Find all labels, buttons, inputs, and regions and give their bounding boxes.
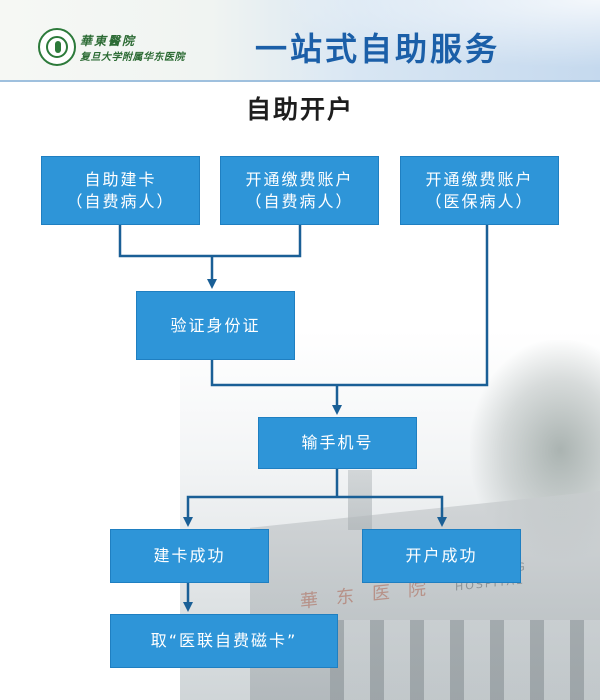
hospital-logo-mark: [55, 41, 61, 53]
node-verify-id-label: 验证身份证: [170, 315, 261, 335]
node-open-account-insurance: 开通缴费账户 （医保病人）: [400, 156, 559, 225]
background-tower: [348, 470, 372, 530]
section-title: 自助开户: [245, 95, 354, 124]
edge-b4-b5: [210, 360, 337, 387]
node-open-account-selfpay-line1: 开通缴费账户: [245, 169, 354, 189]
hospital-subtitle: 复旦大学附属华东医院: [80, 52, 185, 63]
node-card-created-label: 建卡成功: [153, 546, 226, 565]
node-take-card-label: 取“医联自费磁卡”: [150, 631, 298, 650]
header-swoosh: [220, 0, 600, 80]
node-self-card-line1: 自助建卡: [84, 169, 157, 189]
node-open-account-insurance-line1: 开通缴费账户: [425, 169, 534, 189]
edge-b1-b4: [118, 225, 212, 258]
node-account-opened: 开户成功: [362, 529, 521, 583]
background-columns: [330, 620, 600, 700]
node-open-account-selfpay-line2: （自费病人）: [245, 191, 354, 211]
node-account-opened-label: 开户成功: [405, 546, 478, 565]
hospital-name: 華東醫院: [80, 34, 137, 48]
node-self-card: 自助建卡 （自费病人）: [41, 156, 200, 225]
node-open-account-insurance-line2: （医保病人）: [425, 191, 534, 211]
header-banner: 華東醫院 复旦大学附属华东医院 一站式自助服务: [0, 0, 600, 82]
edge-b5-b7: [337, 495, 447, 527]
edge-b5-b6: [183, 495, 337, 527]
edge-b3-b5: [337, 225, 489, 387]
node-enter-phone-label: 输手机号: [301, 433, 374, 452]
hospital-logo-inner: [46, 36, 68, 58]
node-card-created: 建卡成功: [110, 529, 269, 583]
node-self-card-line2: （自费病人）: [66, 191, 175, 211]
node-verify-id: 验证身份证: [136, 291, 295, 360]
node-take-card: 取“医联自费磁卡”: [110, 614, 338, 668]
node-enter-phone: 输手机号: [258, 417, 417, 469]
node-open-account-selfpay: 开通缴费账户 （自费病人）: [220, 156, 379, 225]
page-title: 一站式自助服务: [255, 30, 501, 68]
hospital-logo-icon: [38, 28, 76, 66]
edge-b2-b4: [212, 225, 302, 258]
